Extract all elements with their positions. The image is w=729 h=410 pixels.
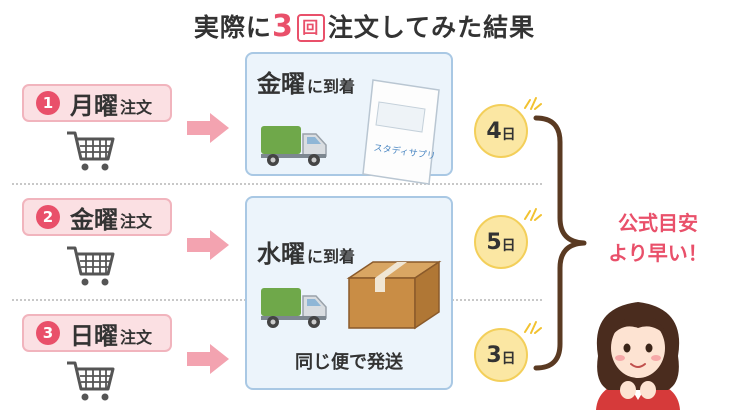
order-label-2: 2 金曜 注文 (22, 198, 172, 236)
title-after: 注文してみた結果 (327, 13, 536, 42)
curly-brace-icon (533, 115, 587, 371)
conclusion-line-1: 公式目安 (618, 211, 698, 235)
arrival-day: 金曜 (257, 70, 305, 98)
duration-number: 4 (486, 118, 502, 144)
arrival-label: 水曜に到着 (257, 234, 355, 269)
right-arrow-icon (187, 230, 229, 260)
duration-unit: 日 (501, 237, 516, 254)
delivery-truck-icon (261, 288, 327, 328)
order-label-3: 3 日曜 注文 (22, 314, 172, 352)
duration-number: 3 (486, 342, 502, 368)
delivery-result-1: 金曜に到着 スタディサプリ (245, 52, 453, 185)
duration-number: 5 (486, 229, 502, 255)
arrival-suffix: に到着 (307, 77, 356, 96)
duration-unit: 日 (501, 350, 516, 367)
same-shipment-note: 同じ便で発送 (295, 352, 403, 373)
order-label-1: 1 月曜 注文 (22, 84, 172, 122)
booklet-icon: スタディサプリ (362, 79, 440, 185)
conclusion-line-2: より早い！ (608, 241, 708, 265)
conclusion-text: 公式目安 より早い！ (592, 208, 724, 268)
title-counter-unit: 回 (296, 14, 325, 42)
delivery-truck-icon (261, 126, 327, 166)
order-day: 日曜 (70, 321, 118, 350)
sparkle-icon (524, 208, 542, 221)
shopping-cart-icon (67, 361, 115, 401)
sparkle-icon (524, 321, 542, 334)
order-suffix: 注文 (120, 98, 153, 117)
right-arrow-icon (187, 113, 229, 143)
order-suffix: 注文 (120, 328, 153, 347)
shopping-cart-icon (67, 131, 115, 171)
shopping-cart-icon (67, 246, 115, 286)
order-number-badge: 1 (36, 91, 60, 115)
order-number-badge: 2 (36, 205, 60, 229)
arrival-label: 金曜に到着 (257, 64, 355, 99)
woman-illustration (596, 302, 680, 410)
sparkle-icon (524, 97, 542, 110)
order-day: 月曜 (70, 91, 118, 120)
duration-unit: 日 (501, 126, 516, 143)
order-day: 金曜 (70, 205, 118, 234)
order-number-badge: 3 (36, 321, 60, 345)
arrival-suffix: に到着 (307, 247, 356, 266)
arrival-day: 水曜 (257, 240, 305, 268)
delivery-result-2: 水曜に到着 同じ便で発送 (245, 196, 453, 390)
title-before: 実際に (193, 13, 272, 42)
cardboard-box-icon (346, 260, 442, 330)
row-divider (12, 183, 542, 185)
order-suffix: 注文 (120, 212, 153, 231)
right-arrow-icon (187, 344, 229, 374)
title-count: 3 (271, 9, 294, 44)
